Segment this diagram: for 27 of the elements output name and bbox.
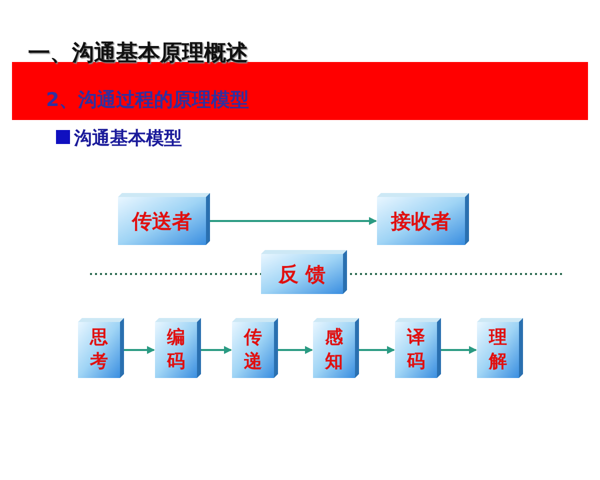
arrow <box>210 217 377 225</box>
box-label: 反 馈 <box>277 261 326 288</box>
process-box <box>155 318 201 378</box>
process-box <box>313 318 359 378</box>
subheading: 沟通基本模型 <box>74 127 182 150</box>
process-box <box>477 318 523 378</box>
process-box <box>118 193 210 245</box>
section-heading: 2、沟通过程的原理模型 <box>46 88 250 113</box>
arrow <box>441 346 477 354</box>
arrow <box>124 346 155 354</box>
box-label: 理解 <box>488 326 508 374</box>
process-box <box>78 318 124 378</box>
box-label: 传递 <box>243 326 263 374</box>
box-label: 传送者 <box>130 208 193 235</box>
arrow <box>278 346 313 354</box>
box-label: 译码 <box>406 326 426 374</box>
arrow <box>359 346 395 354</box>
process-box <box>261 250 347 294</box>
box-label: 思考 <box>89 326 109 374</box>
arrow <box>201 346 232 354</box>
process-box <box>232 318 278 378</box>
process-box <box>377 193 469 245</box>
process-box <box>395 318 441 378</box>
slide-title: 一、沟通基本原理概述 <box>28 40 248 68</box>
box-label: 接收者 <box>390 208 452 235</box>
box-label: 编码 <box>166 326 186 374</box>
box-label: 感知 <box>324 326 344 374</box>
